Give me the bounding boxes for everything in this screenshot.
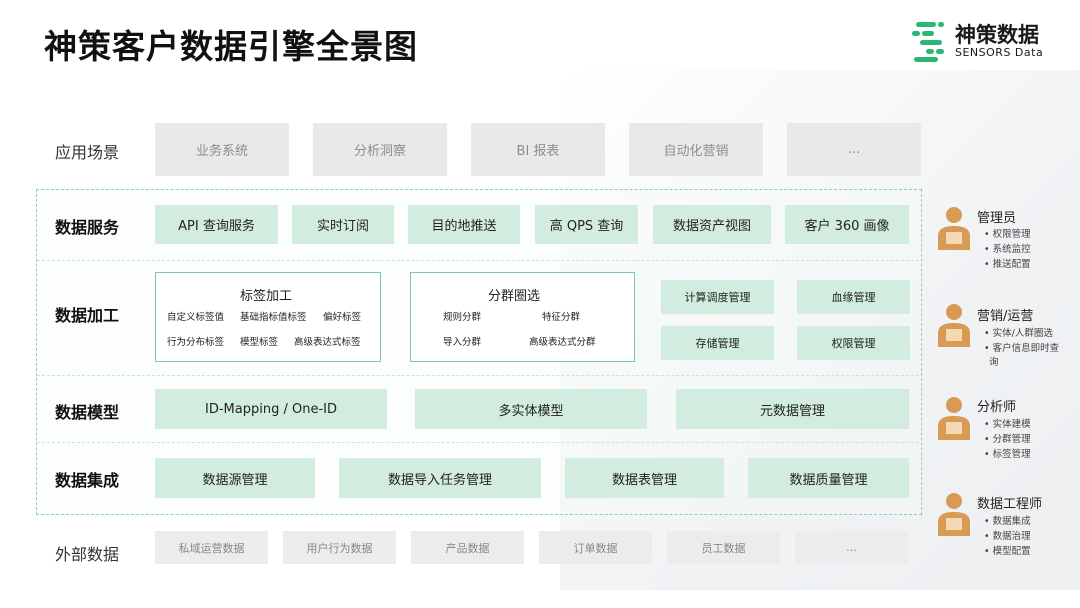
role-item: 询 (989, 357, 999, 368)
segment-title: 分群圈选 (488, 289, 541, 304)
role-item: • 权限管理 (984, 229, 1031, 240)
external-box: 员工数据 (667, 531, 780, 564)
tag-item: 模型标签 (240, 337, 279, 348)
external-box: 产品数据 (411, 531, 524, 564)
service-box: 客户 360 画像 (785, 205, 909, 244)
logo: 神策数据 SENSORS Data (912, 18, 1062, 66)
tag-item: 高级表达式标签 (294, 337, 361, 348)
external-box: … (795, 531, 908, 564)
person-icon (938, 397, 970, 440)
service-box: 实时订阅 (292, 205, 394, 244)
divider (37, 260, 919, 261)
row-label-integration: 数据集成 (55, 471, 120, 490)
integration-box: 数据源管理 (155, 458, 315, 498)
service-box: API 查询服务 (155, 205, 278, 244)
logo-text-cn: 神策数据 (955, 23, 1039, 47)
segment-item: 规则分群 (443, 312, 482, 323)
service-box: 数据资产视图 (653, 205, 771, 244)
tag-item: 自定义标签值 (167, 312, 225, 323)
app-box: BI 报表 (471, 123, 605, 176)
role-item: • 推送配置 (984, 259, 1031, 270)
divider (37, 442, 919, 443)
app-box: 业务系统 (155, 123, 289, 176)
mgmt-box: 计算调度管理 (661, 280, 774, 314)
integration-box: 数据导入任务管理 (339, 458, 541, 498)
segment-item: 导入分群 (443, 337, 482, 348)
role-item: • 模型配置 (984, 546, 1031, 557)
segment-panel: 分群圈选 规则分群 特征分群 导入分群 高级表达式分群 (410, 272, 635, 362)
mgmt-box: 权限管理 (797, 326, 910, 360)
person-icon (938, 207, 970, 250)
model-box: 多实体模型 (415, 389, 647, 429)
logo-text-en: SENSORS Data (955, 46, 1044, 59)
role-name: 分析师 (977, 400, 1017, 415)
app-box: 分析洞察 (313, 123, 447, 176)
role-item: • 客户信息即时查 (984, 343, 1060, 354)
role-item: • 实体建模 (984, 419, 1031, 430)
service-box: 目的地推送 (408, 205, 520, 244)
row-label-processing: 数据加工 (55, 306, 120, 325)
integration-box: 数据表管理 (565, 458, 724, 498)
role-item: • 分群管理 (984, 434, 1031, 445)
mgmt-box: 存储管理 (661, 326, 774, 360)
model-box: 元数据管理 (676, 389, 909, 429)
role-item: • 实体/人群圈选 (984, 328, 1053, 339)
external-box: 用户行为数据 (283, 531, 396, 564)
role-item: • 系统监控 (984, 244, 1031, 255)
role-name: 数据工程师 (977, 497, 1043, 512)
row-label-apps: 应用场景 (55, 143, 120, 162)
page-title: 神策客户数据引擎全景图 (44, 27, 418, 66)
role-item: • 数据集成 (984, 516, 1031, 527)
app-box: 自动化营销 (629, 123, 763, 176)
tag-item: 基础指标值标签 (240, 312, 307, 323)
integration-box: 数据质量管理 (748, 458, 909, 498)
service-box: 高 QPS 查询 (535, 205, 638, 244)
tagging-title: 标签加工 (240, 289, 293, 304)
role-item: • 数据治理 (984, 531, 1031, 542)
role-name: 管理员 (977, 211, 1017, 226)
row-label-model: 数据模型 (55, 403, 120, 422)
external-box: 订单数据 (539, 531, 652, 564)
row-label-external: 外部数据 (55, 545, 120, 564)
row-label-services: 数据服务 (55, 218, 120, 237)
app-box: … (787, 123, 921, 176)
role-name: 营销/运营 (977, 309, 1034, 324)
mgmt-box: 血缘管理 (797, 280, 910, 314)
segment-item: 特征分群 (542, 312, 581, 323)
tag-item: 偏好标签 (323, 312, 362, 323)
model-box: ID-Mapping / One-ID (155, 389, 387, 429)
sensors-logo-icon (912, 22, 944, 62)
external-box: 私域运营数据 (155, 531, 268, 564)
divider (37, 375, 919, 376)
segment-item: 高级表达式分群 (529, 337, 596, 348)
role-item: • 标签管理 (984, 449, 1031, 460)
tagging-panel: 标签加工 自定义标签值 基础指标值标签 偏好标签 行为分布标签 模型标签 高级表… (155, 272, 381, 362)
person-icon (938, 493, 970, 536)
tag-item: 行为分布标签 (167, 337, 225, 348)
person-icon (938, 304, 970, 347)
